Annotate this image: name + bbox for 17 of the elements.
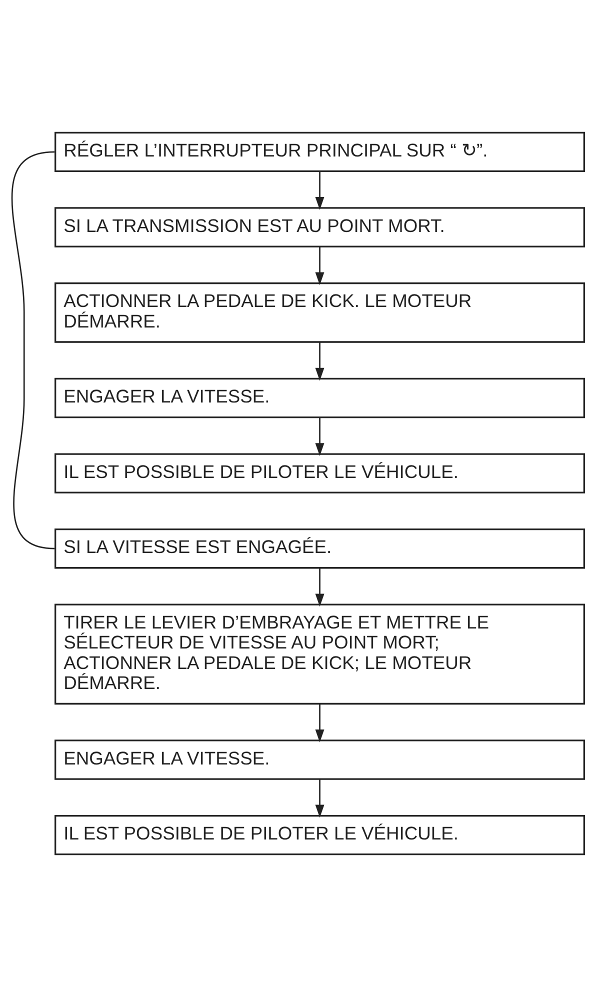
connector bbox=[12, 151, 54, 550]
node-box: SI LA TRANSMISSION EST AU POINT MORT. bbox=[54, 207, 586, 248]
node-box: ACTIONNER LA PEDALE DE KICK. LE MOTEUR DÉMARRE. bbox=[54, 282, 586, 343]
arrow bbox=[315, 704, 324, 742]
node-box: TIRER LE LEVIER D’EMBRAYAGE ET METTRE LE SÉLECTEUR DE VITESSE AU POINT MORT; ACTIONNER LA PEDALE DE KICK; LE MOTEUR DÉMARRE. bbox=[54, 604, 586, 705]
node-box: IL EST POSSIBLE DE PILOTER LE VÉHICULE. bbox=[54, 814, 586, 856]
arrow bbox=[315, 779, 324, 818]
arrow bbox=[315, 246, 324, 286]
node-box: RÉGLER L’INTERRUPTEUR PRINCIPAL SUR “ ↻”. bbox=[54, 132, 586, 172]
arrow bbox=[315, 568, 324, 607]
node-box: ENGAGER LA VITESSE. bbox=[54, 378, 586, 418]
arrow bbox=[315, 417, 324, 456]
arrow bbox=[315, 171, 324, 210]
arrow bbox=[315, 342, 324, 381]
node-box: IL EST POSSIBLE DE PILOTER LE VÉHICULE. bbox=[54, 453, 586, 494]
node-box: SI LA VITESSE EST ENGAGÉE. bbox=[54, 528, 586, 569]
node-box: ENGAGER LA VITESSE. bbox=[54, 740, 586, 780]
